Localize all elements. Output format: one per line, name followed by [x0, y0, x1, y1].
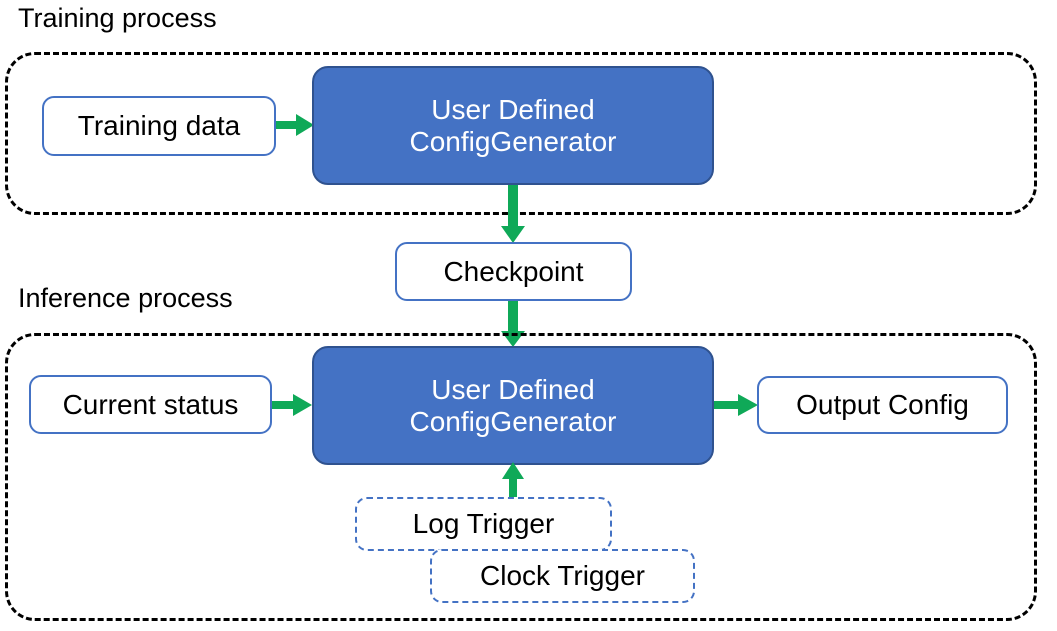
inference-generator-line-2: ConfigGenerator — [409, 405, 617, 437]
training-generator-line-1: User Defined — [431, 94, 595, 126]
arrow-generator-to-output-config — [714, 390, 760, 420]
inference-process-container — [5, 333, 1037, 621]
arrow-current-status-to-generator — [272, 390, 314, 420]
log-trigger-label: Log Trigger — [412, 508, 555, 540]
arrow-triggers-to-generator — [500, 462, 526, 502]
training-data-label: Training data — [77, 110, 241, 142]
arrow-training-data-to-generator — [276, 110, 316, 140]
training-process-container — [5, 52, 1037, 215]
training-data-node[interactable]: Training data — [42, 96, 276, 156]
inference-config-generator-node[interactable]: User Defined ConfigGenerator — [312, 346, 714, 465]
inference-generator-line-1: User Defined — [431, 374, 595, 406]
clock-trigger-node[interactable]: Clock Trigger — [430, 549, 695, 603]
arrow-generator-to-checkpoint — [498, 185, 528, 245]
inference-process-caption: Inference process — [18, 283, 233, 313]
output-config-node[interactable]: Output Config — [757, 376, 1008, 434]
current-status-label: Current status — [62, 388, 239, 420]
log-trigger-node[interactable]: Log Trigger — [355, 497, 612, 551]
clock-trigger-label: Clock Trigger — [480, 560, 645, 592]
training-process-caption: Training process — [18, 3, 217, 33]
checkpoint-node[interactable]: Checkpoint — [395, 242, 632, 301]
checkpoint-label: Checkpoint — [443, 255, 584, 287]
output-config-label: Output Config — [796, 389, 969, 421]
current-status-node[interactable]: Current status — [29, 375, 272, 434]
training-config-generator-node[interactable]: User Defined ConfigGenerator — [312, 66, 714, 185]
training-generator-line-2: ConfigGenerator — [409, 125, 617, 157]
